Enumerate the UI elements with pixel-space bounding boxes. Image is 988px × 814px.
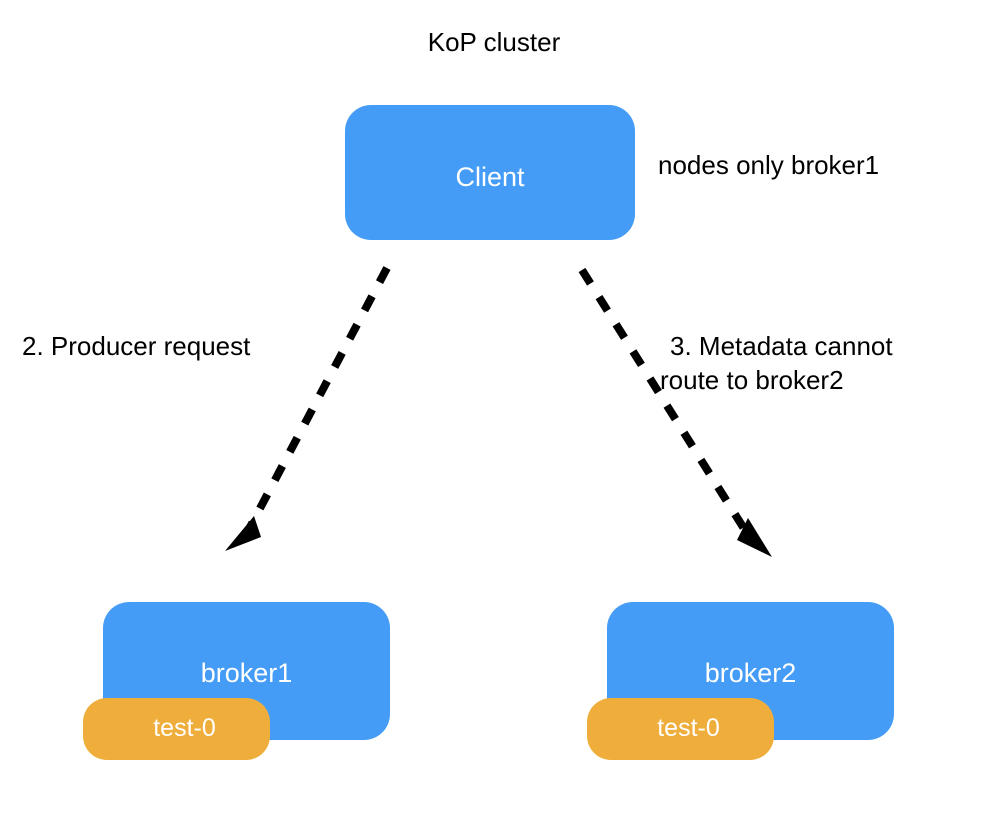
node-broker1-label: broker1	[200, 658, 293, 688]
annotation-metadata-route: 3. Metadata cannot route to broker2	[660, 329, 930, 397]
node-client[interactable]: Client	[345, 105, 635, 240]
edge-client-to-broker2	[578, 267, 772, 557]
topic-badge-broker1[interactable]: test-0	[83, 698, 270, 760]
topic-badge-broker2[interactable]: test-0	[587, 698, 774, 760]
node-broker2-label: broker2	[704, 658, 797, 688]
edge-client-to-broker1	[225, 266, 391, 551]
annotation-metadata-line2: route to broker2	[660, 365, 844, 395]
arrowhead-icon	[737, 518, 772, 557]
annotation-producer-request: 2. Producer request	[22, 331, 251, 361]
annotation-metadata-line1: 3. Metadata cannot	[670, 331, 893, 361]
annotation-nodes-only: nodes only broker1	[658, 150, 880, 180]
arrowhead-icon	[225, 516, 261, 551]
topic-badge-broker2-label: test-0	[657, 714, 720, 742]
node-client-label: Client	[455, 162, 525, 192]
topic-badge-broker1-label: test-0	[153, 714, 216, 742]
diagram-title: KoP cluster	[427, 27, 561, 57]
